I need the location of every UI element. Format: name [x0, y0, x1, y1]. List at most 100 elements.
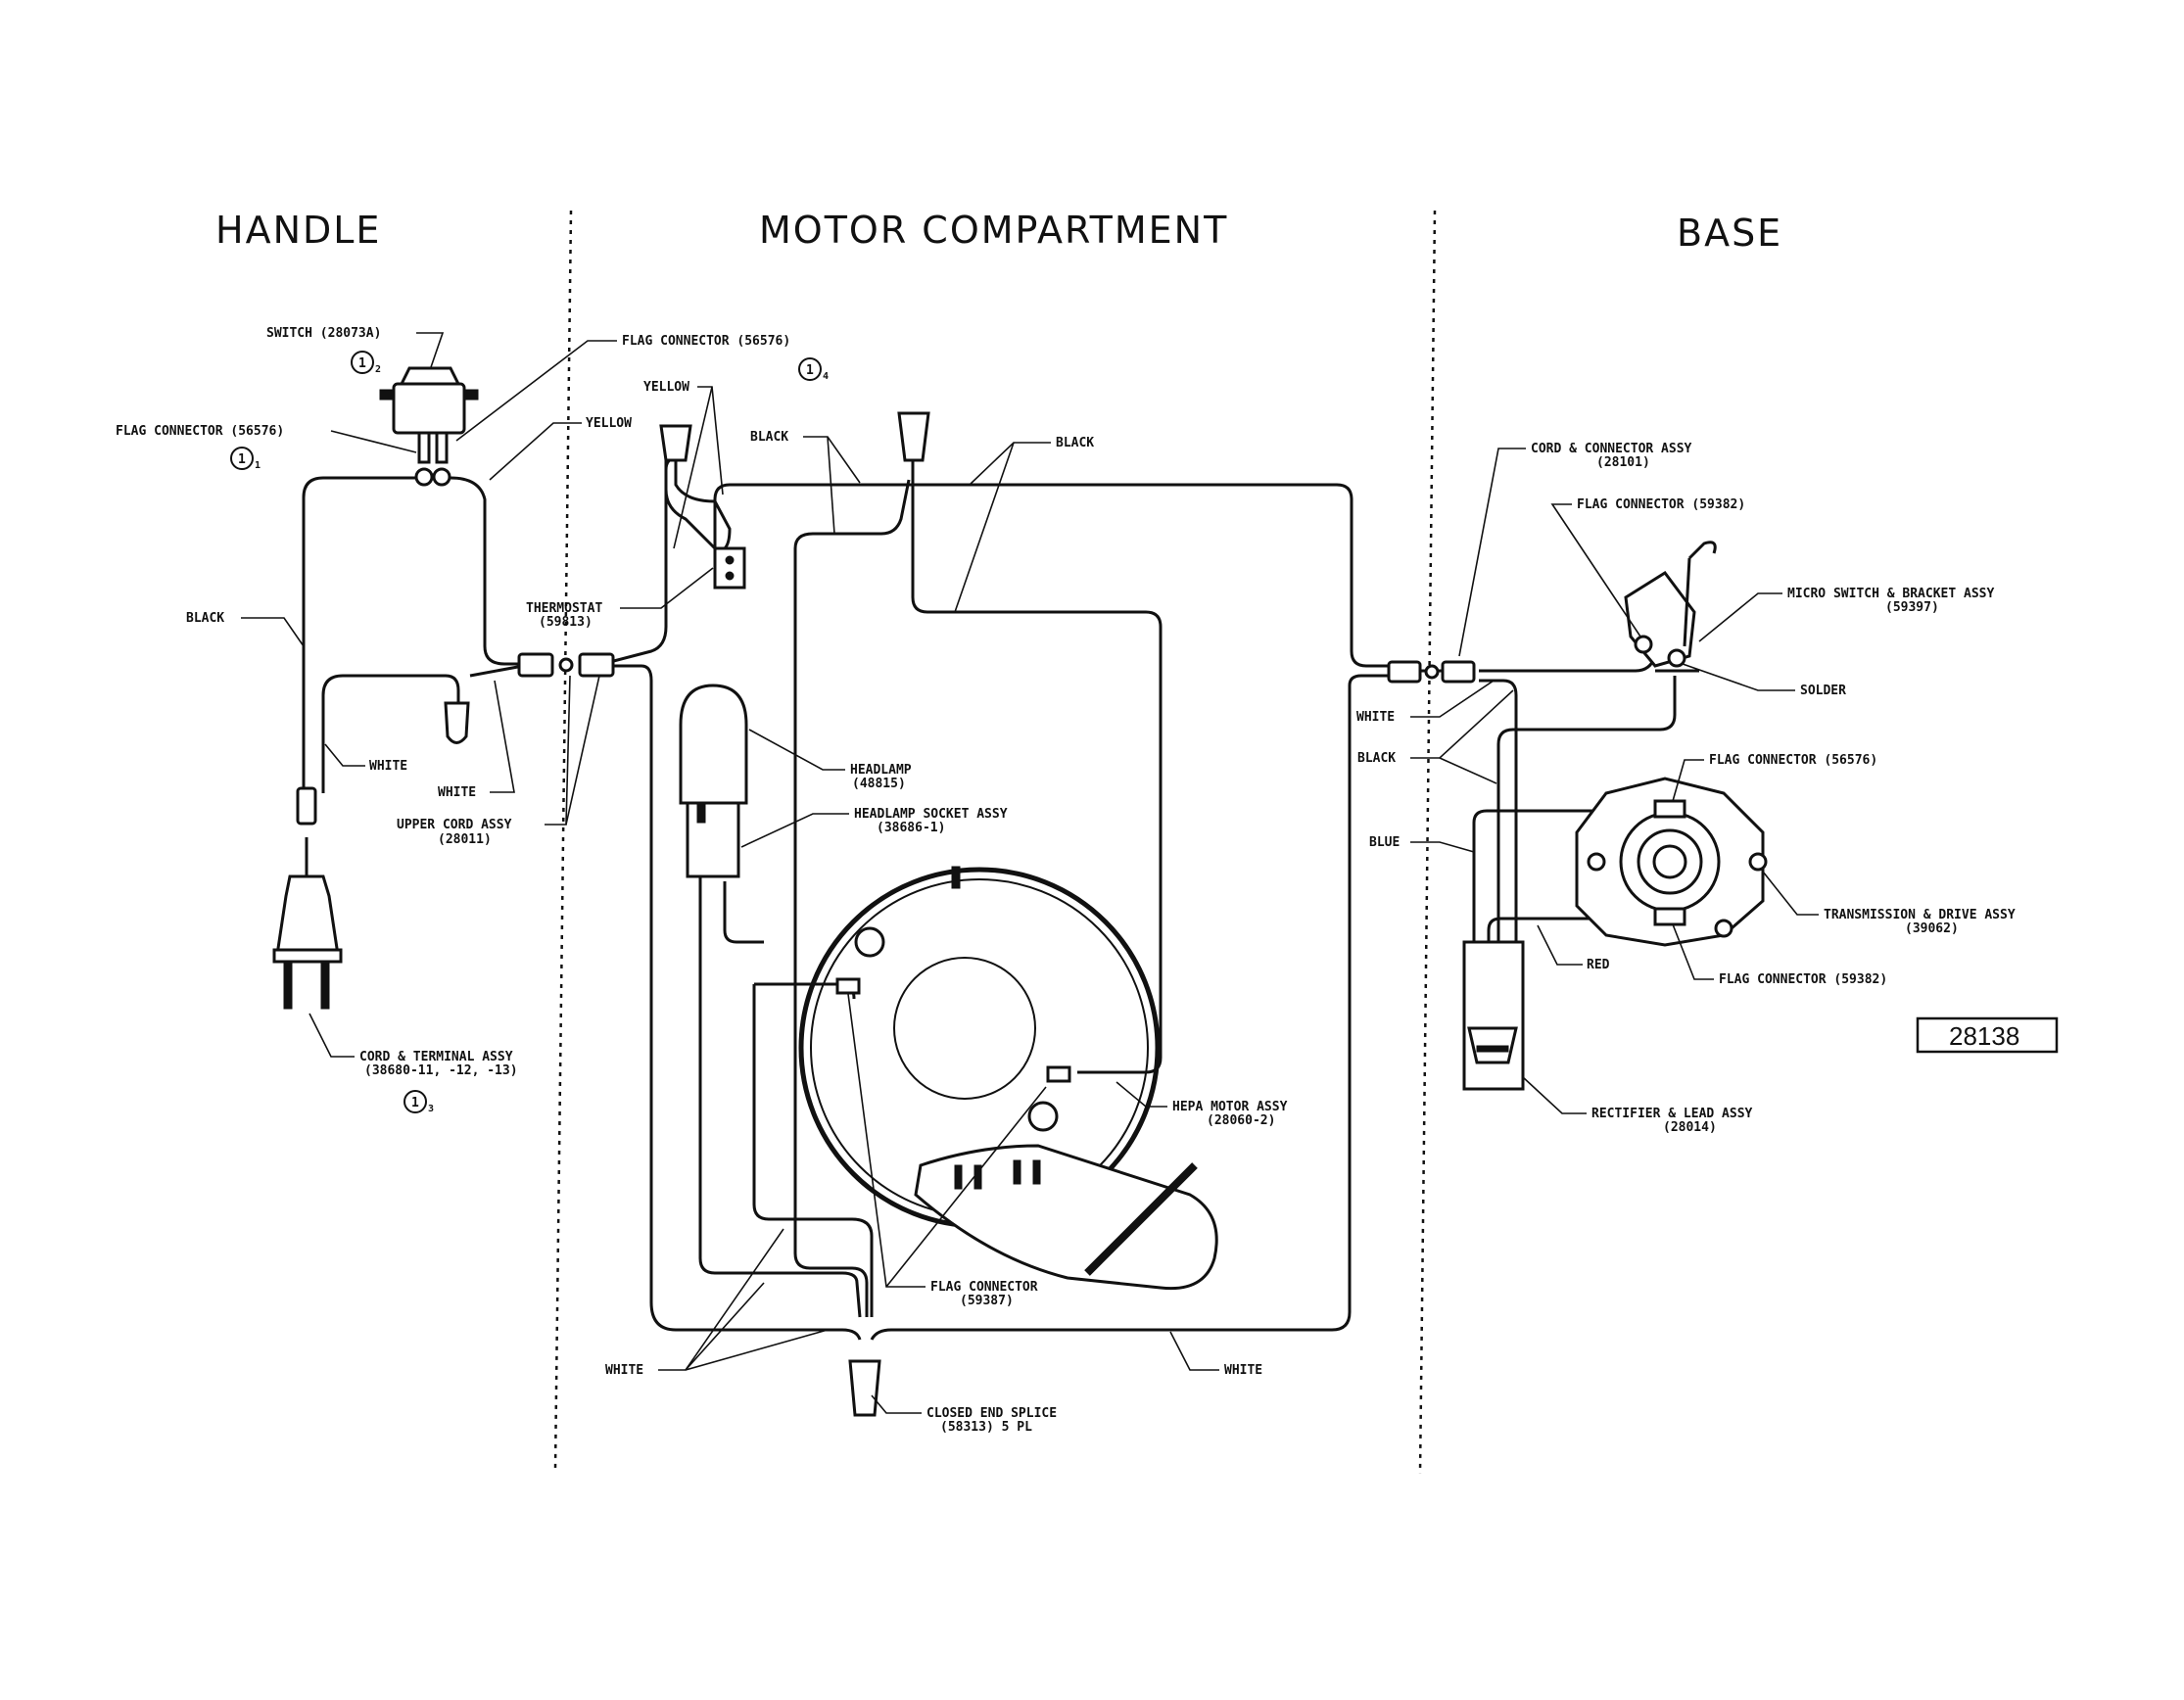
label-switch: SWITCH (28073A) [266, 326, 381, 341]
rectifier [1462, 940, 1525, 1091]
wire-black-motor-top [713, 483, 1391, 668]
upper-cord-connector-pin [558, 657, 574, 673]
leader-blue-base [1410, 841, 1475, 853]
leader-headlamp [748, 729, 845, 771]
hepa-terminal-3 [1013, 1159, 1021, 1185]
label-hepa-motor-2: (28060-2) [1207, 1113, 1275, 1128]
callout-sub-2: 2 [375, 364, 381, 375]
switch-body [392, 382, 466, 435]
leader-white-motor-left-c [685, 1329, 829, 1371]
hepa-motor-center [893, 957, 1036, 1100]
leader-black-motor-1b [827, 436, 835, 535]
handle-wiring [302, 456, 677, 1302]
leader-white-motor-left-a [658, 1228, 784, 1371]
micro-switch-terminal-1 [1634, 635, 1653, 654]
switch-terminal-1 [417, 431, 431, 464]
leader-cord-connector-base [1458, 448, 1526, 657]
transmission-drive [1575, 777, 1768, 947]
leader-yellow-2b [673, 386, 713, 549]
section-title-handle: HANDLE [215, 209, 381, 252]
motor-wiring [649, 458, 1391, 1341]
transmission-flag-connector-top [1653, 799, 1686, 819]
flag-connector-handle-2 [432, 467, 451, 487]
leader-thermostat [620, 567, 714, 609]
label-black-base: BLACK [1357, 751, 1396, 766]
leader-flag-connector-handle-top [455, 340, 617, 442]
label-headlamp-socket-1: HEADLAMP SOCKET ASSY [854, 807, 1008, 822]
label-flag-connector-motor-1: FLAG CONNECTOR [930, 1280, 1038, 1295]
leader-black-motor-1a [803, 436, 861, 484]
label-micro-switch-1: MICRO SWITCH & BRACKET ASSY [1787, 587, 1994, 601]
wire-base-white [1479, 679, 1518, 1028]
wire-yellow-thermostat-2 [664, 460, 717, 550]
wire-black-handle [302, 476, 423, 793]
leader-black-motor-2a [969, 442, 1051, 486]
transmission-flag-connector-bottom [1653, 907, 1686, 926]
label-blue-base: BLUE [1369, 835, 1400, 850]
rectifier-body [1462, 940, 1525, 1091]
switch-tab-right [465, 389, 479, 401]
leader-flag-connector-base-bottom [1672, 923, 1714, 980]
label-white-base: WHITE [1356, 710, 1395, 725]
leader-switch [416, 332, 445, 368]
section-title-motor: MOTOR COMPARTMENT [759, 209, 1228, 252]
base-cord-connector [1387, 660, 1476, 684]
leader-flag-connector-base-mid [1672, 759, 1704, 802]
plug-prong-right [320, 961, 330, 1010]
transmission-mount-bottom [1714, 919, 1733, 938]
wire-motor-white [752, 984, 874, 1317]
label-black-handle: BLACK [186, 611, 224, 626]
hepa-terminal-1 [954, 1164, 963, 1190]
plug-face [272, 948, 343, 964]
label-upper-cord-1: UPPER CORD ASSY [397, 818, 512, 832]
label-headlamp-socket-2: (38686-1) [877, 821, 945, 835]
plug-prong-left [283, 961, 293, 1010]
wire-yellow-motor [674, 458, 732, 550]
leader-yellow-2a [697, 386, 724, 496]
label-headlamp-2: (48815) [852, 777, 906, 791]
callout-circle-4 [798, 357, 822, 381]
callout-sub-3: 3 [428, 1104, 434, 1114]
leader-white-base [1410, 680, 1495, 718]
callout-4: 1 4 [798, 357, 829, 382]
closed-end-splice-white [848, 1359, 881, 1417]
label-rectifier-1: RECTIFIER & LEAD ASSY [1591, 1107, 1753, 1121]
divider-handle-motor [553, 210, 573, 1470]
hepa-motor-post-2 [1027, 1101, 1059, 1132]
switch-tab-left [379, 389, 393, 401]
wire-base-red [1487, 917, 1675, 1028]
callout-1: 1 1 [230, 447, 261, 471]
headlamp-socket [686, 801, 740, 878]
thermostat-pin-2 [725, 571, 735, 581]
label-cord-terminal-2: (38680-11, -12, -13) [364, 1063, 518, 1078]
label-headlamp-1: HEADLAMP [850, 763, 912, 778]
leader-white-motor-right [1169, 1331, 1219, 1371]
label-cord-connector-base-2: (28101) [1596, 455, 1650, 470]
callout-circle-1 [230, 447, 254, 470]
label-flag-connector-base-bottom: FLAG CONNECTOR (59382) [1719, 972, 1887, 987]
label-closed-splice-2: (58313) 5 PL [940, 1420, 1032, 1435]
wire-white-handle [321, 674, 460, 793]
label-cord-connector-base-1: CORD & CONNECTOR ASSY [1531, 442, 1692, 456]
thermostat-body [713, 546, 746, 590]
callout-circle-2 [351, 351, 374, 374]
callout-number-2: 1 [358, 356, 366, 371]
leader-black-handle [241, 617, 305, 647]
label-white-motor-right: WHITE [1224, 1363, 1262, 1378]
leader-upper-cord-a [545, 675, 571, 826]
leader-flag-connector-motor-b [885, 1086, 1047, 1288]
closed-end-splice-black [897, 411, 930, 462]
base-connector-pin [1424, 664, 1440, 680]
label-flag-connector-motor-2: (59387) [960, 1294, 1014, 1308]
callout-number-1: 1 [238, 452, 246, 467]
wire-headlamp-socket [723, 881, 764, 944]
leader-solder [1682, 663, 1795, 691]
wire-white-loop-right [870, 674, 1391, 1341]
leader-flag-connector-base-top [1550, 503, 1641, 638]
label-transmission-1: TRANSMISSION & DRIVE ASSY [1824, 908, 2016, 922]
leader-rectifier [1522, 1076, 1587, 1114]
wire-black-to-headlamp [793, 479, 911, 1317]
label-red-base: RED [1587, 958, 1610, 972]
label-flag-connector-base-mid: FLAG CONNECTOR (56576) [1709, 753, 1877, 768]
hepa-motor-strap [1084, 1162, 1198, 1276]
